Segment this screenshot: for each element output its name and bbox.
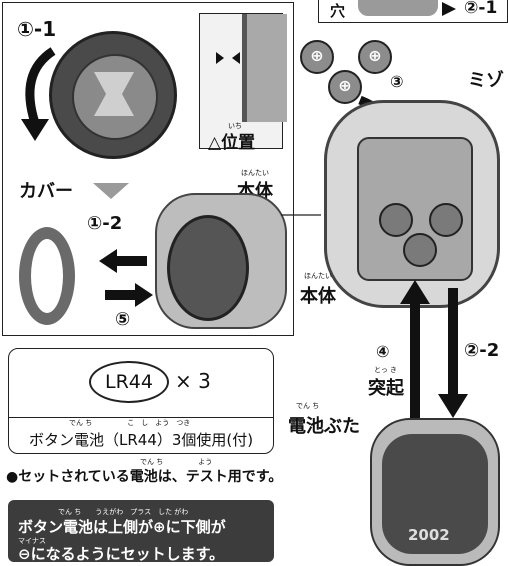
spec-divider: [9, 417, 273, 418]
step-1-1-label: ①-1: [17, 17, 57, 41]
ridewatch-body: [155, 193, 287, 329]
position-label: △位置: [208, 133, 256, 153]
triangle-mark-icon: [216, 52, 240, 64]
lid-ruby: でん ち: [296, 402, 320, 410]
right-arrow-icon: [105, 283, 153, 307]
battery-spec-box: LR44 × 3 でん ち こ し よう つき ボタン電池（LR44）3個使用(…: [8, 348, 274, 454]
open-device-body: [324, 100, 500, 308]
fragment-arrow: [442, 2, 456, 16]
compartment-slot-1: [379, 203, 413, 237]
down-triangle-icon: [93, 183, 129, 199]
battery-insertion-diagram: ⊕ ⊕ ⊕ ③ ミゾ ほんたい 本体 ④ ②-2 とっ き 突起 でん ち 電池…: [288, 30, 508, 566]
zoom-edge: [242, 14, 287, 122]
battery-coin-1: ⊕: [300, 40, 334, 74]
panel-body-ruby: ほんたい: [241, 169, 269, 177]
battery-polarity-instruction: でん ち うえがわ プラス した がわ ボタン電池は上側が⊕に下側が マイナス …: [8, 500, 274, 563]
battery-model-text: LR44: [105, 371, 153, 393]
battery-model-oval: LR44: [89, 361, 169, 403]
battery-lid: 2002: [370, 418, 500, 566]
ridewatch-cover-device: [49, 31, 177, 159]
lid-label: 電池ぶた: [288, 416, 360, 437]
tokki-ruby: とっ き: [374, 366, 398, 374]
position-ruby: いち: [228, 122, 242, 130]
lid-down-arrow-icon: [438, 288, 468, 418]
tokki-label: 突起: [368, 378, 404, 399]
left-arrow-icon: [99, 249, 147, 273]
body-face: [167, 215, 249, 321]
rotate-arrow-icon: [21, 47, 56, 141]
removal-diagram-panel: ①-1 いち △位置 カバー ほんたい 本体 ①-2 ⑤: [2, 2, 321, 336]
instruction-ruby-2: マイナス: [18, 537, 46, 545]
cover-label: カバー: [19, 181, 73, 202]
battery-description: ボタン電池（LR44）3個使用(付): [29, 431, 254, 449]
spec-ruby: でん ち こ し よう つき: [69, 419, 191, 427]
step-5-label: ⑤: [115, 309, 131, 330]
compartment-slot-2: [429, 203, 463, 237]
fragment-device: [358, 0, 438, 16]
step-1-2-label: ①-2: [87, 213, 123, 234]
step-2-2-label: ②-2: [464, 340, 500, 361]
right-body-label: 本体: [300, 286, 336, 307]
cover-ring: [19, 227, 75, 325]
instruction-line-1: ボタン電池は上側が⊕に下側が: [18, 518, 226, 536]
lid-face: [382, 434, 488, 554]
step-2-1-label: ②-1: [464, 0, 498, 18]
zoom-detail-box: いち △位置: [199, 13, 287, 153]
battery-coin-3: ⊕: [328, 70, 362, 104]
lid-up-arrow-icon: [400, 280, 430, 430]
note-ruby: でん ち よう: [140, 458, 213, 466]
mizo-label: ミゾ: [468, 70, 504, 91]
previous-step-fragment: 穴 ②-1: [318, 0, 508, 30]
panel-connector-line: [281, 214, 321, 216]
instruction-ruby-1: でん ち うえがわ プラス した がわ: [58, 508, 189, 516]
step-3-label: ③: [390, 72, 404, 91]
instruction-line-2: ⊖になるようにセットします。: [18, 545, 225, 563]
battery-qty: × 3: [175, 369, 211, 393]
test-battery-note: ●セットされている電池は、テスト用です。: [6, 469, 283, 485]
battery-coin-2: ⊕: [358, 40, 392, 74]
step-4-label: ④: [376, 342, 390, 361]
lid-number: 2002: [408, 526, 450, 544]
right-body-ruby: ほんたい: [304, 272, 332, 280]
hole-label: 穴: [330, 2, 346, 20]
compartment-slot-3: [403, 233, 437, 267]
